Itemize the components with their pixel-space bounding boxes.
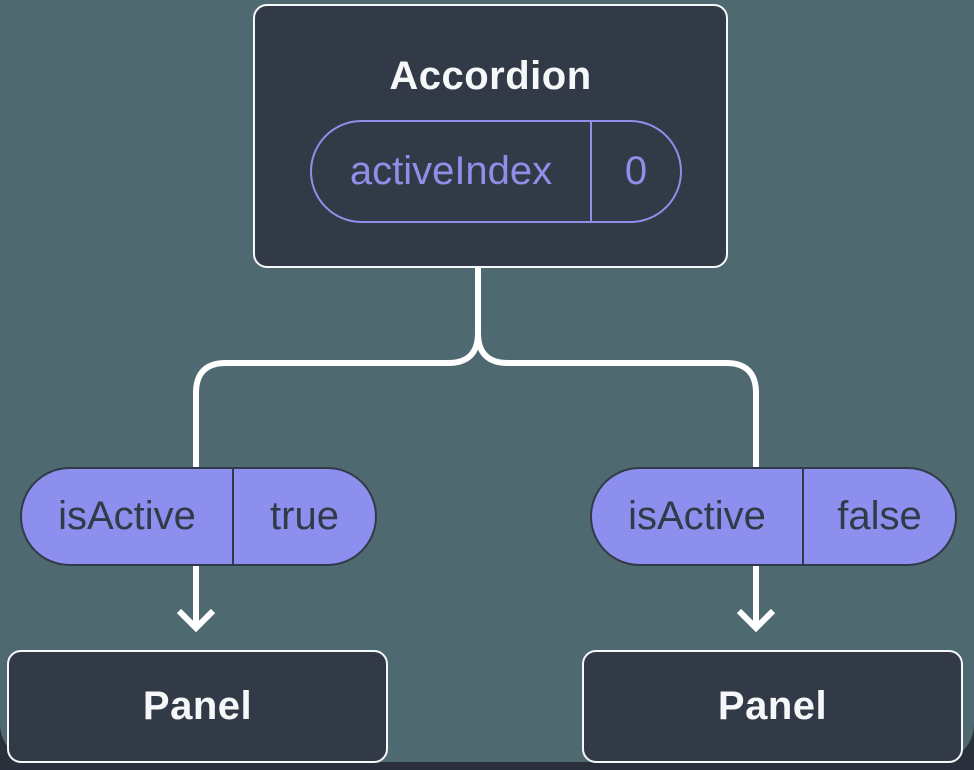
state-pill: activeIndex 0	[310, 120, 682, 223]
accordion-title: Accordion	[389, 54, 592, 98]
prop-pill-divider	[802, 469, 804, 564]
state-pill-value: 0	[624, 149, 648, 193]
state-pill-name: activeIndex	[349, 149, 553, 193]
prop-pill-value: true	[270, 494, 339, 538]
prop-pill-isactive-false: isActive false	[590, 467, 957, 566]
state-pill-divider	[590, 122, 592, 221]
prop-pill-isactive-true: isActive true	[20, 467, 377, 566]
accordion-node: Accordion activeIndex 0	[253, 4, 728, 268]
panel-node-left: Panel	[7, 650, 388, 763]
panel-title: Panel	[717, 684, 828, 728]
prop-pill-value: false	[837, 494, 922, 538]
panel-node-right: Panel	[582, 650, 963, 763]
prop-pill-name: isActive	[628, 494, 766, 538]
prop-pill-divider	[232, 469, 234, 564]
prop-pill-name: isActive	[58, 494, 196, 538]
panel-title: Panel	[142, 684, 253, 728]
